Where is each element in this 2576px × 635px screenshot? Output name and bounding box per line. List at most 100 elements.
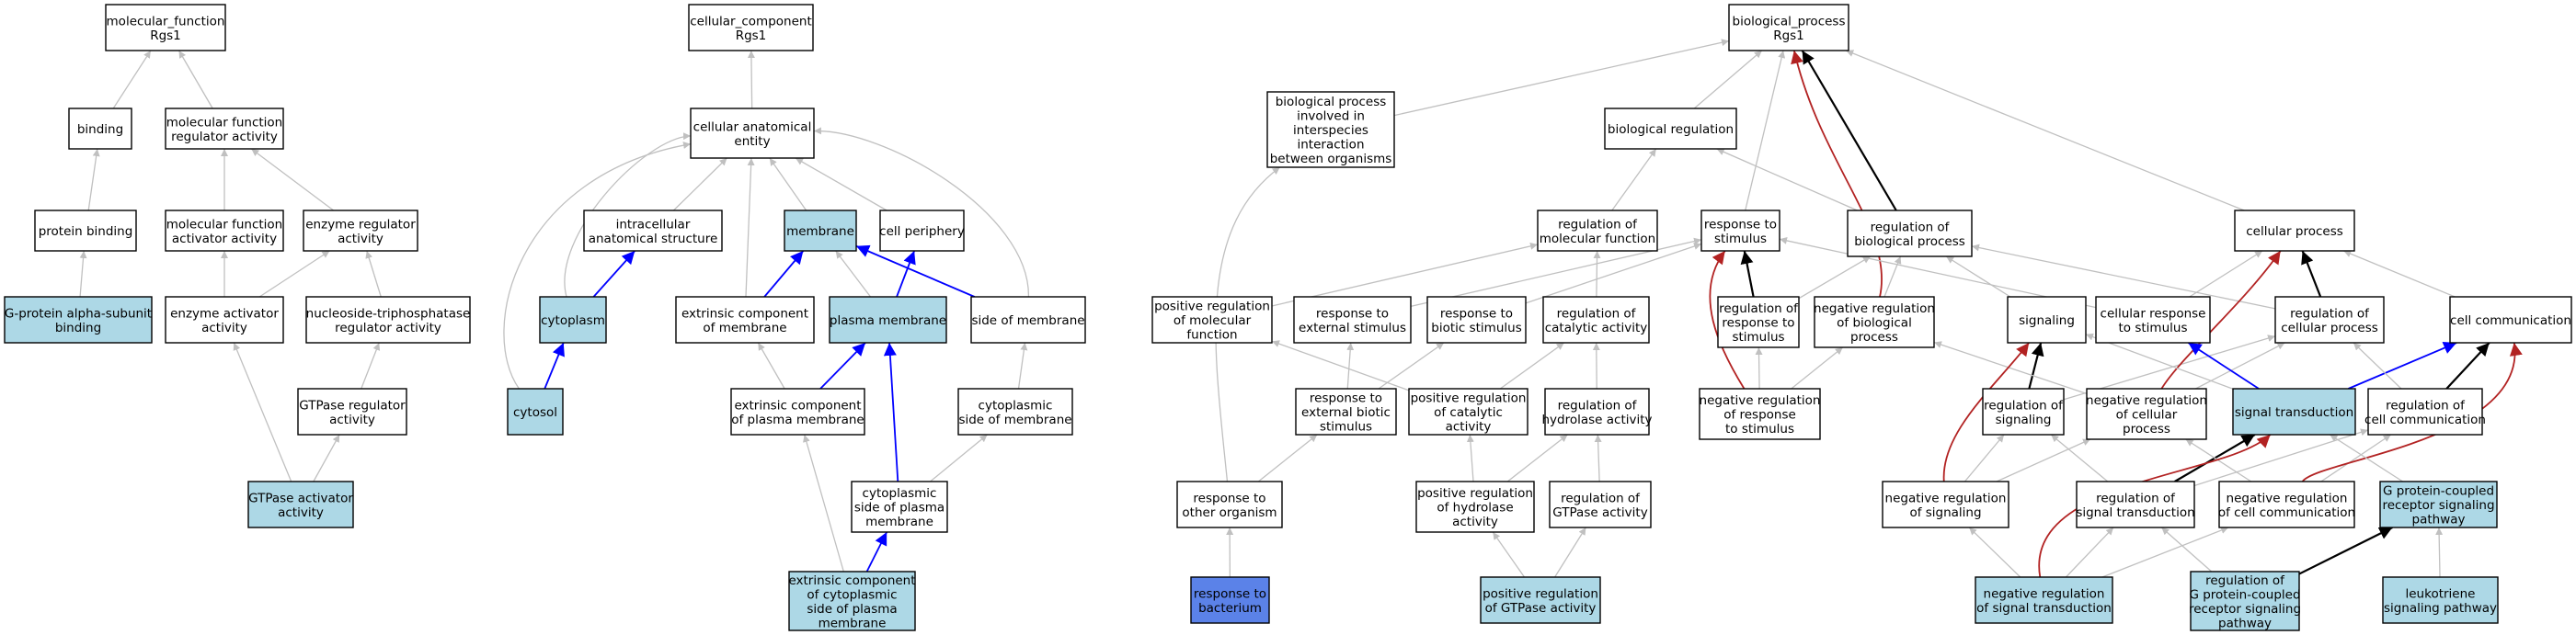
edge-isa-reg_sig_trans-to-reg_cell_comm [2193, 428, 2369, 487]
node-box [788, 571, 916, 631]
node-label-line: G-protein alpha-subunit [5, 306, 152, 321]
edge-blue-cytoplasm-to-intracell [592, 250, 635, 298]
edge-isa-neg_reg_resp-to-reg_resp_stim [1755, 346, 1763, 390]
edge-isa-ntp_reg-to-enz_reg [365, 250, 382, 298]
edge-red-neg_reg_resp-to-resp_stim [1709, 250, 1746, 390]
node-box [2218, 481, 2355, 528]
node-bio-reg[interactable]: biological regulation [1604, 108, 1737, 150]
edge-red-neg_reg_bp-to-bp_root [1791, 50, 1883, 298]
node-label-line: biological regulation [1608, 122, 1734, 137]
node-label-line: biological process [1854, 234, 1965, 249]
edge-isa-gtpase_act-to-gtpase_reg [313, 434, 340, 482]
node-plasma-mem[interactable]: plasma membrane [829, 296, 947, 344]
edge-isa-cell_comm-to-cell_proc [2343, 250, 2456, 298]
node-cytosol[interactable]: cytosol [507, 388, 564, 436]
node-box [1190, 576, 1270, 624]
node-signaling[interactable]: signaling [2007, 296, 2087, 344]
node-label-line: response to [1704, 217, 1777, 232]
node-protein-binding[interactable]: protein binding [34, 210, 137, 252]
node-cytoplasm[interactable]: cytoplasm [539, 296, 607, 344]
node-label-line: response to [1194, 586, 1266, 601]
node-box [165, 296, 284, 344]
node-box [2095, 296, 2211, 344]
node-label-line: pathway [2412, 513, 2466, 527]
node-label-line: binding [77, 122, 123, 137]
node-cell-periph[interactable]: cell periphery [879, 210, 965, 252]
node-membrane[interactable]: membrane [784, 210, 857, 252]
node-box [2449, 296, 2572, 344]
node-label-line: binding [55, 321, 101, 335]
node-label-line: enzyme activator [170, 306, 279, 321]
edge-isa-resp_ext_biotic-to-resp_biotic [1378, 342, 1445, 390]
node-sig-trans[interactable]: signal transduction [2232, 388, 2356, 436]
node-label-line: interaction [1297, 138, 1364, 153]
node-label-line: cytosol [513, 405, 557, 420]
node-side-mem[interactable]: side of membrane [970, 296, 1086, 344]
node-label-line: of signal transduction [1976, 601, 2112, 616]
edge-isa-cell_resp-to-resp_stim [1779, 236, 2097, 309]
node-box [2086, 388, 2207, 440]
node-label-line: of signaling [1909, 505, 1981, 520]
node-cell-proc[interactable]: cellular process [2234, 210, 2355, 252]
edge-isa-leukotriene-to-gpcr_path [2435, 527, 2444, 578]
node-binding[interactable]: binding [68, 108, 132, 150]
node-label-line: activity [338, 232, 384, 246]
edge-isa-reg_cell_comm-to-reg_cell_proc [2353, 342, 2402, 390]
edge-blue-plasma_mem-to-cell_periph [896, 250, 916, 298]
edge-black-reg_cell_proc-to-cell_proc [2301, 250, 2322, 298]
node-box [690, 108, 815, 159]
node-label-line: GTPase activity [1552, 505, 1647, 520]
node-cell-comm[interactable]: cell communication [2449, 296, 2572, 344]
edge-isa-neg_reg_resp-to-neg_reg_bp [1791, 346, 1844, 390]
